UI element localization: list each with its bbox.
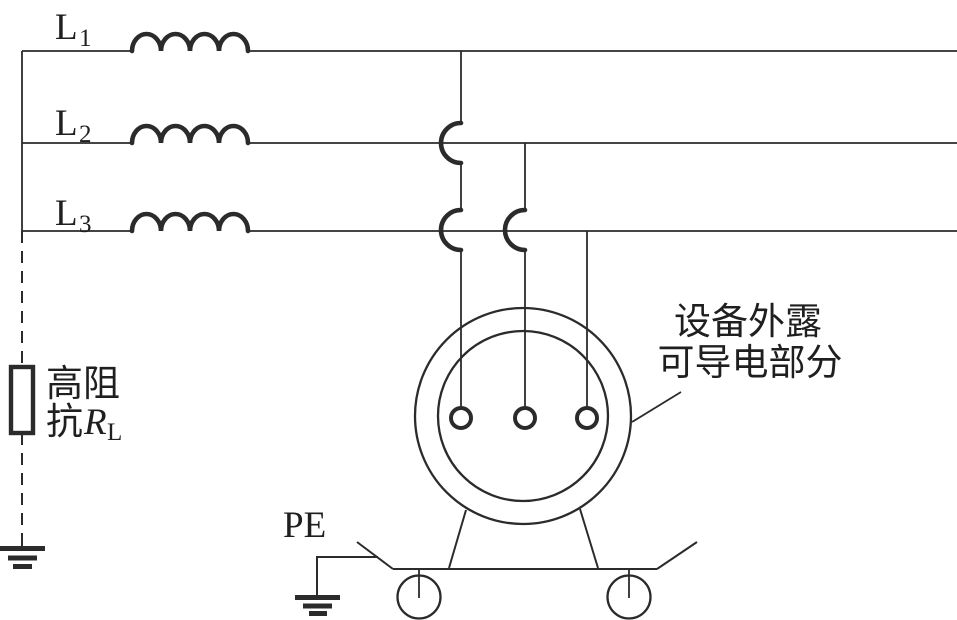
motor-terminal-1 xyxy=(449,406,473,430)
phase-label-l1: L xyxy=(55,7,78,48)
phase-label-l2-sub: 2 xyxy=(79,121,92,148)
phase-label-l3: L xyxy=(55,193,78,234)
wheel-right xyxy=(606,574,652,620)
impedance-label-line2-prefix: 抗 xyxy=(46,401,83,443)
impedance-symbol: R xyxy=(83,402,107,443)
phase-label-l3-sub: 3 xyxy=(79,211,92,238)
motor-outer-circle xyxy=(413,306,633,526)
crossover-hop-l2-over-l3 xyxy=(502,207,528,253)
labels: L 1 L 2 L 3 高阻 抗 R L PE 设备外露 可导电部分 xyxy=(46,7,843,546)
pe-label: PE xyxy=(283,505,326,546)
annotation-leader-line xyxy=(631,391,682,423)
pe-branch xyxy=(295,556,378,616)
motor-terminal-3 xyxy=(575,406,599,430)
source-ground-symbol xyxy=(0,546,45,569)
base-flange-left xyxy=(356,541,394,570)
base-flange-right xyxy=(656,541,698,570)
equipment-label-line1: 设备外露 xyxy=(674,302,822,343)
motor-leg-right xyxy=(579,508,599,569)
phase-label-l1-sub: 1 xyxy=(79,25,92,52)
phase-label-l2: L xyxy=(55,103,78,144)
phase-tap-conductors xyxy=(438,51,588,408)
equipment-label-line2: 可导电部分 xyxy=(658,342,843,384)
impedance-resistor xyxy=(8,364,36,436)
motor-inner-circle xyxy=(436,329,610,503)
phase-conductors xyxy=(22,31,957,234)
motor-leg-left xyxy=(448,509,467,569)
inductor-winding-l2 xyxy=(129,123,251,146)
pe-conductor xyxy=(316,556,378,595)
impedance-earth-branch xyxy=(0,231,45,569)
pe-ground-symbol xyxy=(295,595,340,616)
motor xyxy=(413,306,633,569)
wheel-left xyxy=(396,574,442,620)
impedance-label-line1: 高阻 xyxy=(46,363,120,405)
impedance-symbol-sub: L xyxy=(107,419,122,446)
inductor-winding-l1 xyxy=(129,31,251,54)
inductor-winding-l3 xyxy=(129,211,251,234)
crossover-hop-l1-over-l3 xyxy=(438,207,464,253)
equipment-base xyxy=(356,541,698,620)
motor-terminal-2 xyxy=(513,406,537,430)
crossover-hop-l1-over-l2 xyxy=(438,120,464,166)
